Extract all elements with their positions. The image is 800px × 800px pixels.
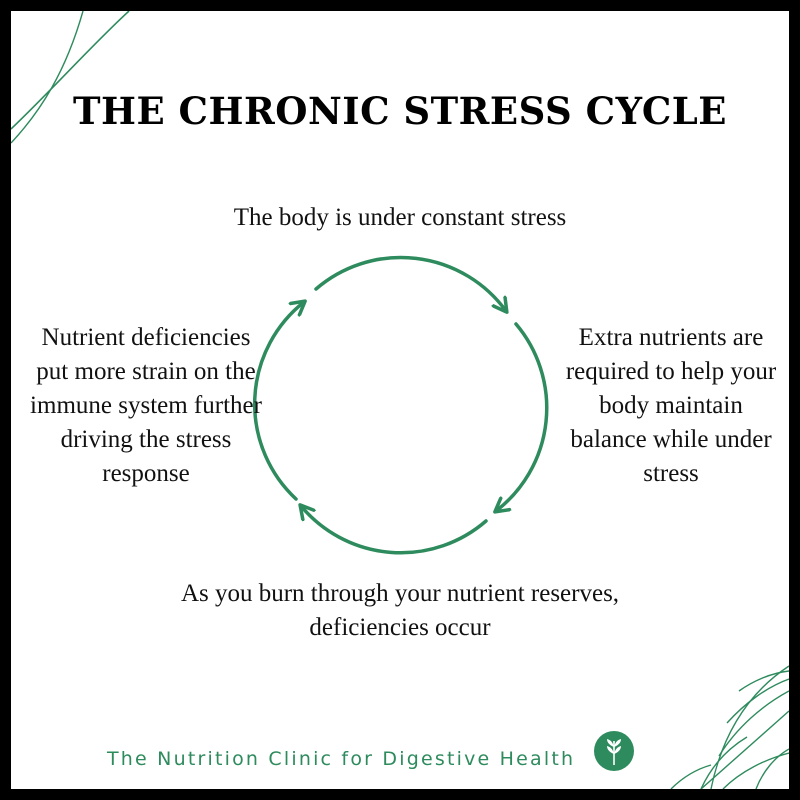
- cycle-step-left: Nutrient deficiencies put more strain on…: [30, 324, 262, 487]
- cycle-step-bottom: As you burn through your nutrient reserv…: [180, 580, 620, 641]
- cycle-arrow-bottom: [301, 506, 488, 555]
- page-title: THE CHRONIC STRESS CYCLE: [72, 89, 727, 133]
- cycle-step-top: The body is under constant stress: [233, 204, 567, 231]
- cycle-arrow-top: [314, 255, 506, 311]
- cycle-arrow-left: [252, 302, 304, 501]
- cycle-diagram: [252, 255, 549, 555]
- cycle-step-right: Extra nutrients are required to help you…: [565, 324, 777, 487]
- tropical-leaves-icon: [670, 665, 789, 789]
- clinic-name: The Nutrition Clinic for Digestive Healt…: [107, 748, 576, 770]
- leaf-line-icon: [11, 11, 130, 144]
- cycle-arrow-right: [496, 322, 549, 511]
- leaf-sprig-icon: [594, 731, 634, 771]
